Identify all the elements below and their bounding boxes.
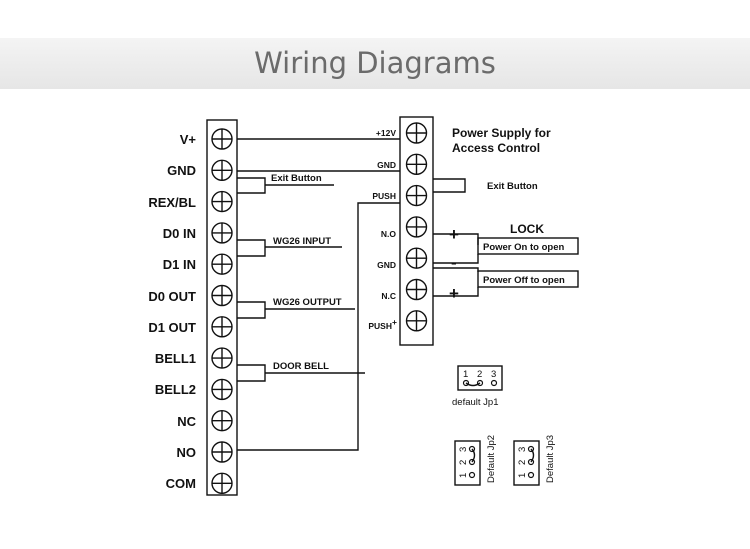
- pin-label-rex-bl: REX/BL: [148, 195, 196, 210]
- door-bell-symbol: [237, 364, 266, 382]
- exit-button-right-label: Exit Button: [487, 181, 538, 192]
- wire-gnd-lock-top: [433, 254, 479, 264]
- jp3-pin-1: 1: [517, 473, 528, 478]
- jp1-pin-1: 1: [463, 369, 468, 380]
- wg26-output-symbol: [237, 301, 266, 319]
- push-superscript: +: [392, 317, 397, 327]
- jp2-box: [454, 440, 481, 486]
- wire-nc-lock: [433, 287, 479, 297]
- jp1-pin-3: 3: [491, 369, 496, 380]
- jp3-jumper: 3 2 1 Default Jp3: [517, 435, 556, 483]
- pin-label-nc-right: N.C: [381, 291, 396, 301]
- jp1-pin-2: 2: [477, 369, 482, 380]
- power-supply-title-line1: Power Supply for: [452, 126, 551, 140]
- pin-label-gnd: GND: [167, 163, 196, 178]
- pin-label-bell1: BELL1: [155, 351, 196, 366]
- left-terminal-screw-12: [211, 472, 233, 494]
- jp2-pin-2: 2: [458, 460, 469, 465]
- jp3-box: [513, 440, 540, 486]
- jp3-pin-3: 3: [517, 447, 528, 452]
- minus-sign: -: [451, 253, 457, 272]
- wg26-output-label: WG26 OUTPUT: [273, 297, 342, 308]
- pin-label-d1-in: D1 IN: [163, 257, 196, 272]
- power-supply-title-line2: Access Control: [452, 141, 540, 155]
- right-terminal-block: [399, 116, 434, 346]
- left-terminal-block: [206, 119, 238, 496]
- wire-no-push: [237, 202, 400, 451]
- right-terminal-screw-2: [405, 153, 428, 176]
- title-banner: Wiring Diagrams: [0, 38, 750, 89]
- pin-label-12v: +12V: [376, 128, 396, 138]
- exit-button-left-symbol: [237, 177, 266, 194]
- pin-label-d0-out: D0 OUT: [148, 289, 196, 304]
- exit-button-left-label: Exit Button: [271, 173, 322, 184]
- pin-label-d0-in: D0 IN: [163, 226, 196, 241]
- pin-label-com: COM: [166, 476, 196, 491]
- jp2-jumper: 3 2 1 Default Jp2: [458, 435, 497, 483]
- left-terminal-screw-4: [211, 222, 233, 244]
- pin-label-bell2: BELL2: [155, 382, 196, 397]
- right-terminal-screw-1: [405, 122, 428, 144]
- left-terminal-screw-5: [211, 253, 233, 275]
- right-terminal-screw-6: [405, 278, 428, 301]
- pin-label-push: PUSH: [372, 191, 396, 201]
- jp3-pin-2: 2: [517, 460, 528, 465]
- right-terminal-screw-5: [405, 247, 428, 269]
- left-terminal-screw-9: [211, 378, 233, 401]
- plus-sign-bottom: +: [449, 284, 459, 303]
- right-terminal-screw-7: [405, 310, 428, 332]
- pin-label-push-2: PUSH: [368, 321, 392, 331]
- left-terminal-screw-3: [211, 190, 233, 213]
- pin-label-vplus: V+: [180, 132, 197, 147]
- lock-power-off-label: Power Off to open: [483, 275, 565, 286]
- pin-label-gnd-right-2: GND: [377, 260, 396, 270]
- left-terminal-screw-10: [211, 410, 233, 432]
- jp1-box: [457, 365, 503, 391]
- left-terminal-screw-1: [211, 128, 233, 150]
- lock-power-off-box: [477, 270, 579, 288]
- jp2-pin-3: 3: [458, 447, 469, 452]
- right-terminal-screw-4: [405, 216, 428, 238]
- page-title: Wiring Diagrams: [254, 46, 496, 80]
- pin-label-d1-out: D1 OUT: [148, 320, 196, 335]
- exit-button-right-symbol: [433, 178, 466, 193]
- left-terminal-screw-2: [211, 159, 233, 182]
- left-terminal-screw-8: [211, 347, 233, 369]
- left-terminal-screw-6: [211, 284, 233, 307]
- plus-sign-top: +: [449, 225, 459, 244]
- pin-label-no-right: N.O: [381, 229, 397, 239]
- door-bell-label: DOOR BELL: [273, 361, 329, 372]
- left-terminal-screw-11: [211, 441, 233, 463]
- pin-label-gnd-right: GND: [377, 160, 396, 170]
- pin-label-nc: NC: [177, 414, 196, 429]
- jp1-jumper: 1 2 3 default Jp1: [452, 369, 498, 408]
- jp3-label: Default Jp3: [545, 435, 556, 483]
- lock-power-on-box: [477, 237, 579, 255]
- pin-label-no: NO: [177, 445, 197, 460]
- jp1-label: default Jp1: [452, 397, 498, 408]
- wg26-input-label: WG26 INPUT: [273, 236, 331, 247]
- lock-power-on-label: Power On to open: [483, 242, 564, 253]
- right-terminal-screw-3: [405, 184, 428, 207]
- left-terminal-screw-7: [211, 316, 233, 338]
- jp2-label: Default Jp2: [486, 435, 497, 483]
- wg26-input-symbol: [237, 239, 266, 257]
- lock-title: LOCK: [510, 222, 544, 236]
- jp2-pin-1: 1: [458, 473, 469, 478]
